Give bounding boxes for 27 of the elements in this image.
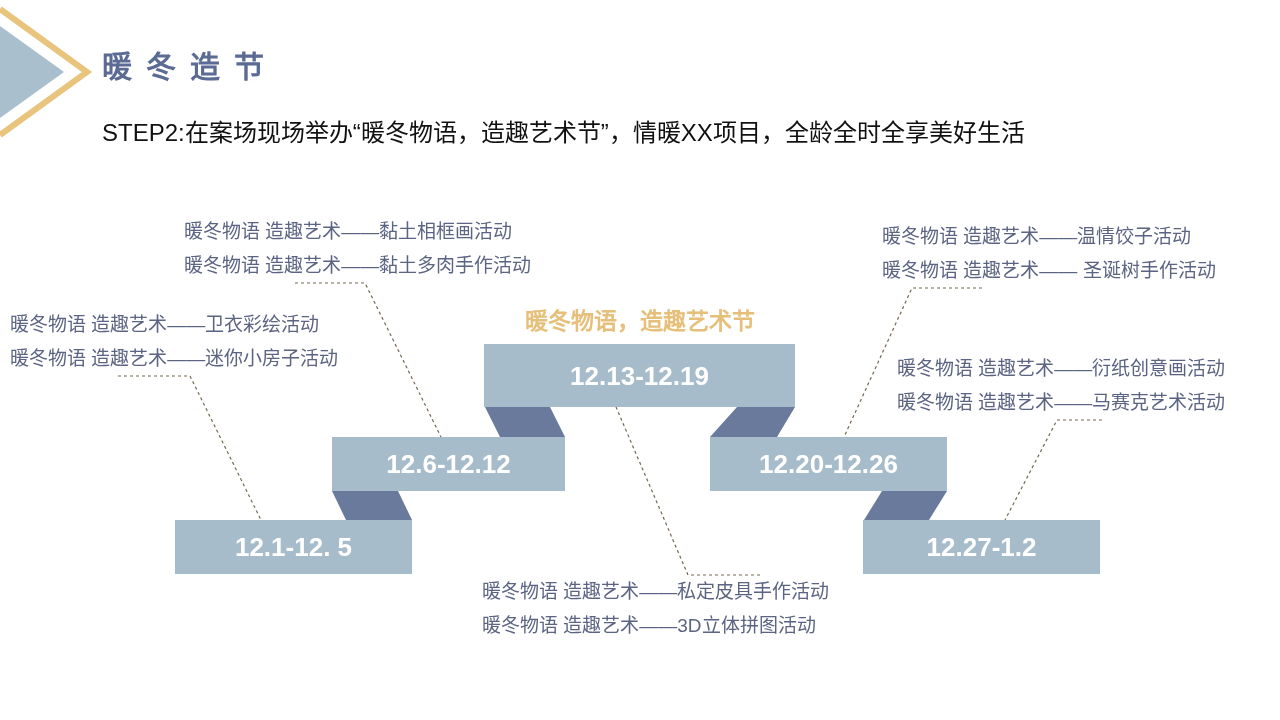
subtitle-text: STEP2:在案场现场举办“暖冬物语，造趣艺术节”，情暖XX项目，全龄全时全享美好生活 bbox=[102, 118, 1025, 148]
activity-text: 暖冬物语 造趣艺术——衍纸创意画活动 bbox=[897, 357, 1226, 381]
date-box: 12.20-12.26 bbox=[710, 437, 947, 491]
ribbon-fold bbox=[710, 407, 795, 437]
activity-text: 暖冬物语 造趣艺术——3D立体拼图活动 bbox=[482, 614, 816, 638]
activity-text: 暖冬物语 造趣艺术——温情饺子活动 bbox=[882, 225, 1192, 249]
ribbon-fold bbox=[864, 491, 947, 520]
date-box: 12.27-1.2 bbox=[863, 520, 1100, 574]
activity-text: 暖冬物语 造趣艺术——私定皮具手作活动 bbox=[482, 580, 830, 604]
activity-text: 暖冬物语 造趣艺术—— 圣诞树手作活动 bbox=[882, 259, 1216, 283]
leader-line bbox=[843, 287, 983, 438]
ribbon-fold bbox=[332, 491, 412, 520]
leader-line bbox=[117, 375, 262, 521]
leader-line bbox=[615, 406, 761, 576]
leader-line bbox=[1004, 419, 1103, 521]
activity-text: 暖冬物语 造趣艺术——卫衣彩绘活动 bbox=[10, 313, 320, 337]
leader-line bbox=[294, 282, 442, 438]
page-title: 暖冬造节 bbox=[102, 49, 278, 85]
date-box: 12.6-12.12 bbox=[332, 437, 565, 491]
ribbon-fold bbox=[485, 407, 565, 437]
date-box: 12.13-12.19 bbox=[484, 344, 795, 407]
festival-heading: 暖冬物语，造趣艺术节 bbox=[524, 307, 755, 336]
date-box: 12.1-12. 5 bbox=[175, 520, 412, 574]
activity-text: 暖冬物语 造趣艺术——马赛克艺术活动 bbox=[897, 391, 1226, 415]
activity-text: 暖冬物语 造趣艺术——黏土相框画活动 bbox=[184, 220, 513, 244]
activity-text: 暖冬物语 造趣艺术——迷你小房子活动 bbox=[10, 347, 339, 371]
activity-text: 暖冬物语 造趣艺术——黏土多肉手作活动 bbox=[184, 254, 532, 278]
